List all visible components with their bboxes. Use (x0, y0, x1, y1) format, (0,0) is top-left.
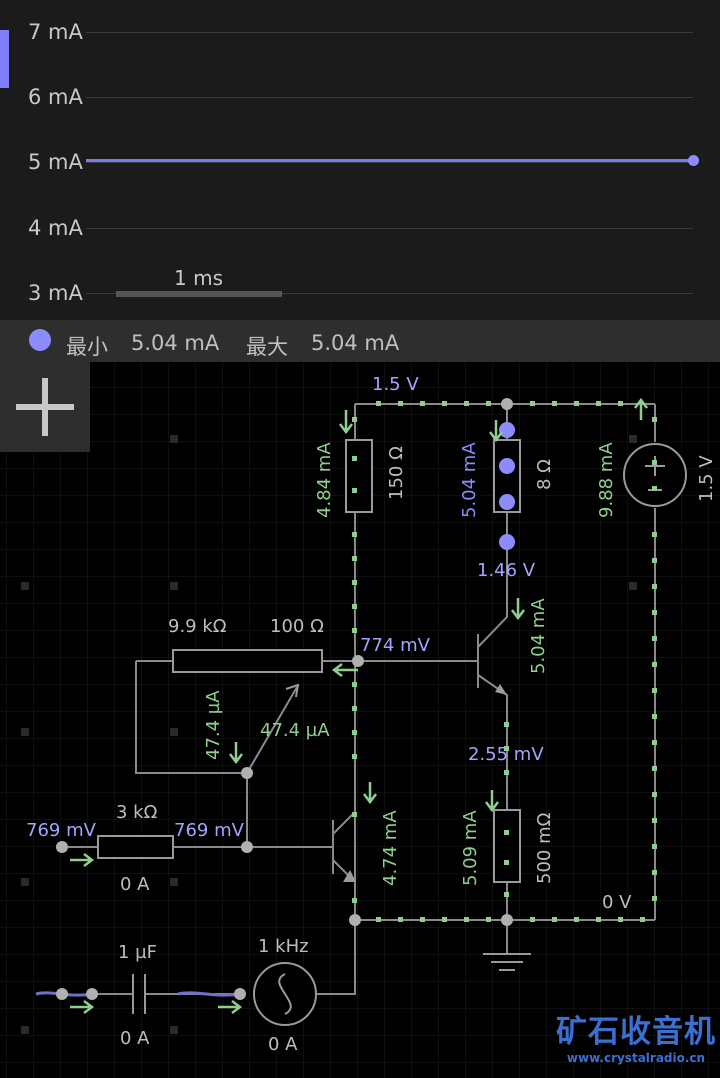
label-r500-value: 500 mΩ (534, 812, 555, 884)
gridline (86, 162, 693, 163)
label-rail-voltage: 1.5 V (372, 374, 419, 395)
q2-emitter-arrow (495, 684, 507, 695)
label-pot-wiper-resistance: 100 Ω (270, 616, 324, 637)
min-value: 5.04 mA (131, 331, 220, 355)
label-source-voltage: 1.5 V (696, 455, 717, 502)
trace-color-swatch (29, 329, 51, 351)
gridline (86, 97, 693, 98)
label-collector-voltage: 1.46 V (477, 560, 536, 581)
resistor-500-mohm[interactable] (493, 809, 521, 883)
label-cap-current: 0 A (120, 1028, 150, 1049)
resistor-3k[interactable] (97, 835, 174, 859)
label-r8-current: 5.04 mA (459, 442, 480, 518)
time-scale-label: 1 ms (174, 266, 223, 290)
label-pot-resistance: 9.9 kΩ (168, 616, 227, 637)
gridline (86, 32, 693, 33)
label-base-voltage: 774 mV (360, 635, 431, 656)
scope-legend: 最小 5.04 mA 最大 5.04 mA (0, 320, 720, 362)
probe-wire (177, 991, 241, 997)
y-tick-label: 5 mA (28, 150, 83, 174)
resistor-150-ohm[interactable] (345, 439, 373, 513)
label-cap-value: 1 µF (118, 942, 157, 963)
y-tick-label: 6 mA (28, 85, 83, 109)
label-input-current: 0 A (120, 874, 150, 895)
plus-icon (16, 378, 74, 436)
label-r150-value: 150 Ω (386, 446, 407, 500)
y-tick-label: 7 mA (28, 20, 83, 44)
label-q2-current: 5.04 mA (528, 598, 549, 674)
max-value: 5.04 mA (311, 331, 400, 355)
gridline (86, 228, 693, 229)
label-r3k-value: 3 kΩ (116, 802, 158, 823)
scope-trace (86, 159, 693, 162)
label-emitter-voltage: 2.55 mV (468, 744, 544, 765)
label-r500-current: 5.09 mA (460, 810, 481, 886)
max-label: 最大 (246, 335, 288, 359)
watermark-logo: 矿石收音机 www.crystalradio.cn (552, 1014, 720, 1078)
ground-symbol (483, 953, 531, 971)
grid-dots (21, 435, 637, 1034)
y-tick-label: 4 mA (28, 216, 83, 240)
min-label: 最小 (66, 335, 108, 359)
circuit-nodes[interactable] (56, 398, 513, 1000)
watermark-url: www.crystalradio.cn (566, 1051, 706, 1065)
scope-selection-indicator (0, 30, 9, 88)
q1-emitter-arrow (343, 870, 356, 882)
label-gen-frequency: 1 kHz (258, 936, 309, 957)
watermark-title: 矿石收音机 (556, 1014, 716, 1050)
label-pot-current-a: 47.4 µA (203, 690, 224, 760)
potentiometer[interactable] (172, 649, 323, 698)
label-ground-voltage: 0 V (602, 892, 632, 913)
time-scale-bar (116, 291, 282, 297)
label-pot-current-b: 47.4 µA (260, 720, 330, 741)
resistor-8-ohm[interactable] (493, 422, 521, 550)
ac-signal-generator[interactable] (253, 962, 317, 1026)
label-r8-value: 8 Ω (534, 459, 555, 490)
scope-panel[interactable]: 7 mA 6 mA 5 mA 4 mA 3 mA 1 ms (0, 0, 720, 320)
label-q1-base-voltage: 769 mV (174, 820, 245, 841)
current-arrows (70, 397, 648, 1014)
label-q1-current: 4.74 mA (380, 810, 401, 886)
dc-voltage-source[interactable] (623, 443, 687, 507)
label-source-current: 9.88 mA (596, 442, 617, 518)
y-tick-label: 3 mA (28, 281, 83, 305)
scope-trace-cursor (688, 155, 699, 166)
capacitor-1uf[interactable] (132, 974, 146, 1014)
label-gen-current: 0 A (268, 1034, 298, 1055)
label-r150-current: 4.84 mA (314, 442, 335, 518)
add-component-button[interactable] (0, 362, 90, 452)
gridline (86, 293, 693, 294)
circuit-canvas[interactable]: 1.5 V 4.84 mA 150 Ω 5.04 mA 8 Ω 9.88 mA … (0, 362, 720, 1078)
label-input-voltage: 769 mV (26, 820, 97, 841)
